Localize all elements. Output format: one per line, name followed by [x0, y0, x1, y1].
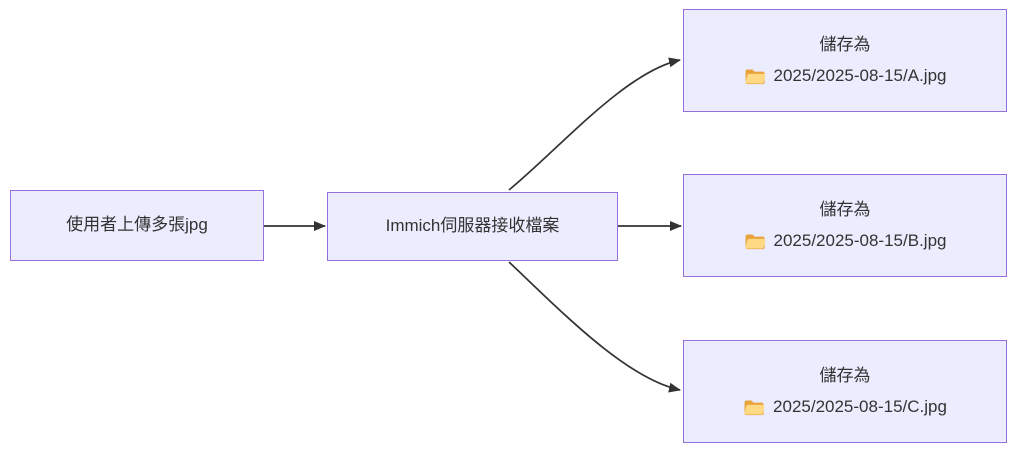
folder-icon — [745, 69, 765, 85]
node-output-c: 儲存為 2025/2025-08-15/C.jpg — [683, 340, 1007, 443]
node-user-upload: 使用者上傳多張jpg — [10, 190, 264, 261]
output-a-title: 儲存為 — [819, 34, 871, 54]
output-c-path: 2025/2025-08-15/C.jpg — [773, 397, 947, 416]
output-a-path: 2025/2025-08-15/A.jpg — [773, 66, 947, 85]
edge-server-to-output-a — [508, 57, 681, 191]
folder-icon — [744, 400, 765, 416]
edge-server-to-output-c — [508, 261, 681, 393]
node-immich-server: Immich伺服器接收檔案 — [327, 192, 618, 261]
output-b-path-row: 2025/2025-08-15/B.jpg — [744, 230, 947, 252]
node-user-upload-label: 使用者上傳多張jpg — [66, 215, 208, 235]
output-b-title: 儲存為 — [819, 199, 871, 219]
output-a-path-row: 2025/2025-08-15/A.jpg — [744, 65, 947, 87]
output-c-title: 儲存為 — [819, 365, 871, 385]
node-output-b: 儲存為 2025/2025-08-15/B.jpg — [683, 174, 1007, 277]
node-output-a: 儲存為 2025/2025-08-15/A.jpg — [683, 9, 1007, 112]
output-c-path-row: 2025/2025-08-15/C.jpg — [743, 396, 947, 418]
folder-icon — [745, 234, 765, 250]
output-b-path: 2025/2025-08-15/B.jpg — [773, 231, 947, 250]
node-immich-server-label: Immich伺服器接收檔案 — [385, 216, 560, 236]
